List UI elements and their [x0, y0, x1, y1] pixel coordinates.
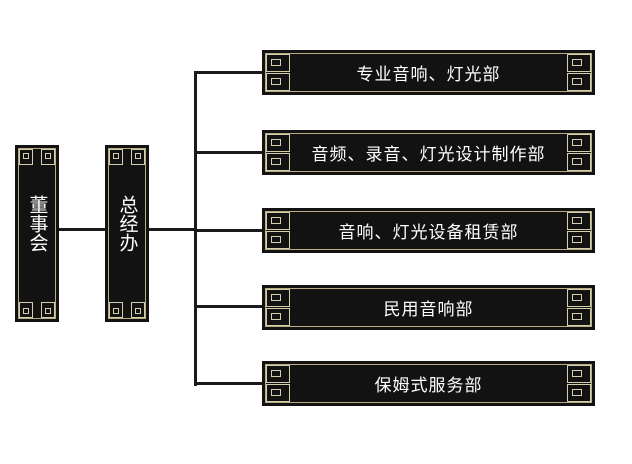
board-label: 董事会 [26, 195, 49, 252]
office-node: 总经办 [105, 145, 149, 322]
department-label: 专业音响、灯光部 [356, 65, 501, 85]
connector-office-trunk [148, 228, 196, 231]
board-node: 董事会 [15, 145, 59, 322]
department-label: 保姆式服务部 [374, 376, 483, 396]
department-label: 音频、录音、灯光设计制作部 [311, 145, 546, 165]
department-label: 音响、灯光设备租赁部 [338, 223, 519, 243]
department-node-4: 民用音响部 [262, 285, 595, 330]
connector-board-office [59, 228, 107, 231]
connector-trunk [194, 71, 197, 386]
connector-branch-5 [194, 382, 264, 385]
department-node-2: 音频、录音、灯光设计制作部 [262, 130, 595, 175]
office-label: 总经办 [116, 195, 139, 252]
department-node-3: 音响、灯光设备租赁部 [262, 208, 595, 253]
connector-branch-1 [194, 71, 264, 74]
department-label: 民用音响部 [383, 300, 474, 320]
connector-branch-4 [194, 305, 264, 308]
connector-branch-3 [194, 229, 264, 232]
department-node-1: 专业音响、灯光部 [262, 50, 595, 95]
connector-branch-2 [194, 151, 264, 154]
department-node-5: 保姆式服务部 [262, 361, 595, 406]
